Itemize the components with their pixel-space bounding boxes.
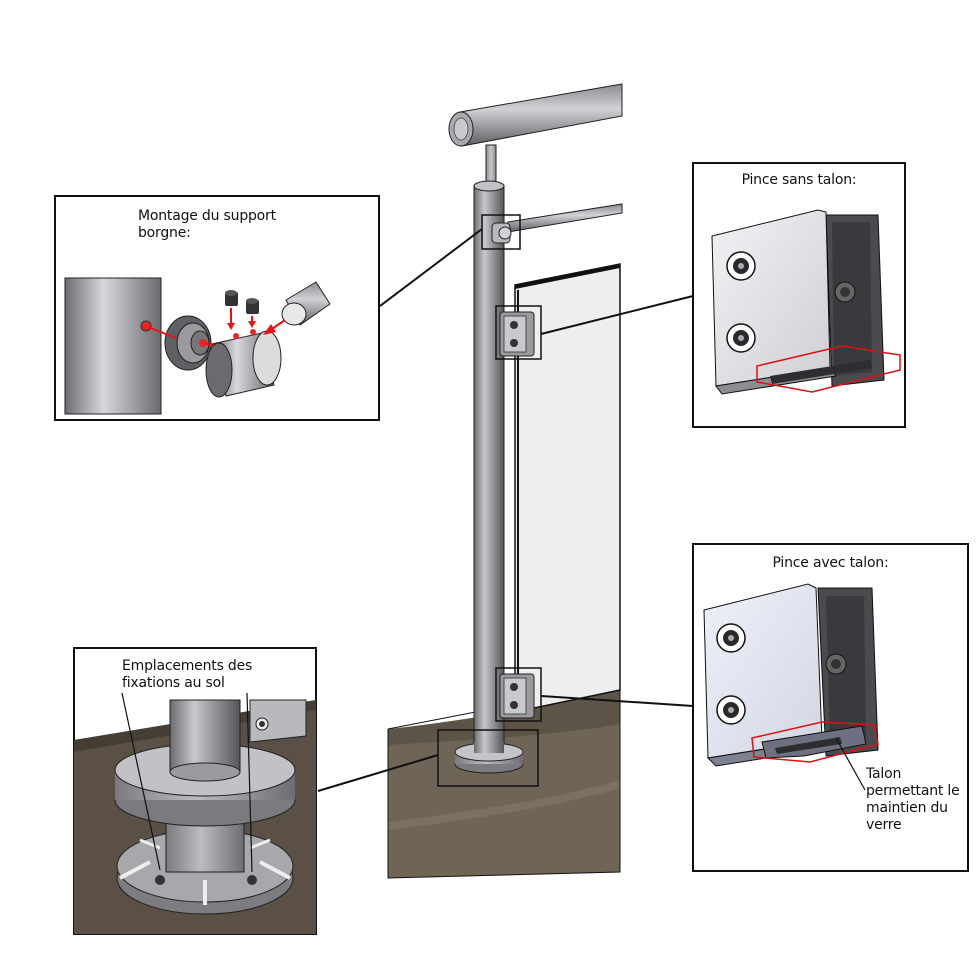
clamp-lower xyxy=(499,673,535,719)
detail-markers xyxy=(437,214,542,787)
cylinder-support xyxy=(204,329,282,398)
montage-title: Montage du support borgne: xyxy=(138,208,276,241)
post xyxy=(473,180,505,759)
callout-pince-sans xyxy=(692,162,906,428)
leader-pince-avec xyxy=(540,695,694,707)
talon-note: Talon permettant le maintien du verre xyxy=(866,766,960,833)
main-assembly xyxy=(317,83,694,879)
pince-avec-title: Pince avec talon: xyxy=(772,555,889,571)
leader-pince-sans xyxy=(540,295,694,335)
pince-sans-title: Pince sans talon: xyxy=(741,172,857,188)
handrail-saddle xyxy=(485,144,497,186)
callout-montage xyxy=(54,195,380,421)
clamp-sans-talon xyxy=(711,209,901,395)
threaded-insert xyxy=(147,315,212,371)
clamp-upper xyxy=(499,311,535,357)
set-screws xyxy=(225,290,259,330)
callout-pince-avec xyxy=(692,543,969,872)
middle-tube xyxy=(507,203,623,233)
leader-talon xyxy=(835,737,866,791)
marker-clamp-lower xyxy=(495,667,542,722)
blind-support xyxy=(491,222,512,244)
leader-montage xyxy=(379,228,483,307)
leader-fixation-right xyxy=(246,692,253,873)
base-plate xyxy=(454,742,524,774)
floor-fixing-detail xyxy=(74,692,316,934)
post-section xyxy=(64,277,162,415)
fixations-title: Emplacements des fixations au sol xyxy=(122,658,253,691)
tube-end xyxy=(263,281,331,335)
leader-lines xyxy=(317,228,694,792)
clamp-avec-talon xyxy=(703,583,879,791)
highlight-no-heel xyxy=(756,345,901,393)
highlight-heel xyxy=(751,721,879,763)
marker-base xyxy=(437,729,539,787)
glass-panel xyxy=(514,263,621,713)
marker-support xyxy=(481,214,521,250)
handrail xyxy=(448,83,623,147)
marker-clamp-upper xyxy=(495,305,542,360)
leader-fixation-left xyxy=(121,692,161,871)
callout-fixations xyxy=(73,647,317,935)
leader-fixations xyxy=(317,754,439,792)
